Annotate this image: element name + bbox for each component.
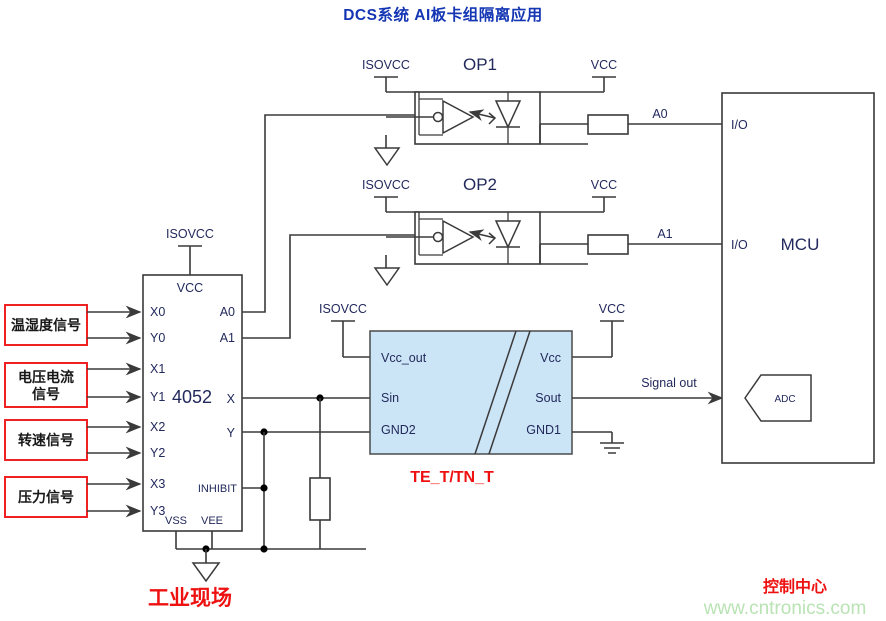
ground-symbol-field [191,562,221,583]
op2-signal-label: A1 [657,227,672,241]
input-source-3: 转速信号 [4,419,142,461]
adc-symbol [744,374,812,422]
input-box-3 [4,419,88,461]
input-label-2-line1: 电压电流 [18,369,74,385]
input-box-2 [4,362,88,408]
zone-label-control: 控制中心 [763,577,827,596]
signal-out-label: Signal out [641,376,697,390]
op2-series-resistor [587,234,629,255]
op1-series-resistor [587,114,629,135]
op1-ground-symbol [373,147,401,167]
mux-pin-y2: Y2 [150,446,165,460]
isolator-pin-vcc: Vcc [540,351,561,365]
op1-right-supply-label: VCC [591,58,617,72]
mux-pin-vss: VSS [165,515,187,527]
mux-pin-inhibit: INHIBIT [198,483,237,495]
op2-light-arrow [468,229,496,241]
junction-inhibit [260,484,268,492]
mcu-name: MCU [781,235,820,254]
mux-pin-y0: Y0 [150,331,165,345]
isolator-pin-vccout: Vcc_out [381,351,427,365]
mux-pin-a1: A1 [220,331,235,345]
mcu-block: MCU I/O I/O ADC [721,92,875,464]
mux-pin-vcc: VCC [177,281,203,295]
op1-left-supply-label: ISOVCC [362,58,410,72]
mux-pin-y1: Y1 [150,390,165,404]
mcu-pin-io-2: I/O [731,238,748,252]
op2-ground-symbol [373,267,401,287]
isolator-name: TE_T/TN_T [410,469,494,486]
wire-a0-to-op1 [242,114,419,313]
isolation-barrier-line-2 [488,330,531,455]
op2-light-squiggle [488,232,497,245]
input-source-1: 温湿度信号 [4,304,142,346]
mux-output-wiring [242,114,419,553]
input-label-2-line2: 信号 [32,386,60,402]
op2-inverter-bubble [432,231,444,243]
page-title: DCS系统 AI板卡组隔离应用 [343,5,543,24]
mux-pin-y: Y [227,426,236,440]
mux-pin-vee: VEE [201,515,223,527]
mux-pin-x: X [227,392,236,406]
isolator-body [369,330,573,455]
wire-a1-to-op2 [242,234,419,339]
input-source-2: 电压电流 信号 [4,362,142,408]
mux-supply-label: ISOVCC [166,227,214,241]
op2-left-supply-label: ISOVCC [362,178,410,192]
op2-photodiode-triangle [494,220,522,249]
op1-signal-label: A0 [652,107,667,121]
isolator-pin-sout: Sout [535,391,561,405]
optocoupler-op1: ISOVCC OP1 VCC [362,55,722,167]
input-box-1 [4,304,88,346]
input-label-1: 温湿度信号 [11,317,81,333]
mcu-body [721,92,875,464]
mux-body [142,274,243,532]
mcu-pin-io-1: I/O [731,118,748,132]
mux-pin-y3: Y3 [150,504,165,518]
mux-pin-x0: X0 [150,305,165,319]
isolation-barrier-line-1 [474,330,517,455]
input-label-3: 转速信号 [18,432,74,448]
mux-4052: ISOVCC VCC 4052 X0 Y0 X1 Y1 X2 Y2 X3 Y3 … [142,227,366,583]
input-box-4 [4,476,88,518]
isolator-left-supply-label: ISOVCC [319,302,367,316]
input-label-4: 压力信号 [18,489,74,505]
op1-inverter-bubble [432,111,444,123]
op1-name: OP1 [463,55,497,74]
junction-y-gnd [260,545,268,553]
op2-right-supply-label: VCC [591,178,617,192]
mux-pin-x1: X1 [150,362,165,376]
zone-label-field: 工业现场 [148,587,232,610]
isolator-right-supply-label: VCC [599,302,625,316]
op1-light-squiggle [488,112,497,125]
mux-name: 4052 [172,387,212,407]
watermark: www.cntronics.com [703,598,867,619]
mux-pin-a0: A0 [220,305,235,319]
adc-label: ADC [774,394,795,405]
optocoupler-op2: ISOVCC OP2 VCC [362,175,722,287]
op1-photodiode-triangle [494,100,522,129]
isolator-pin-gnd2: GND2 [381,423,416,437]
input-source-4: 压力信号 [4,476,142,518]
resistor-pulldown [309,477,331,521]
isolator-pin-gnd1: GND1 [526,423,561,437]
op1-light-arrow [468,109,496,121]
mux-pin-x3: X3 [150,477,165,491]
isolator-block: ISOVCC VCC Vcc_out Sin GND2 Vcc Sout GND… [319,302,724,486]
mux-pin-x2: X2 [150,420,165,434]
isolator-pin-sin: Sin [381,391,399,405]
op2-name: OP2 [463,175,497,194]
